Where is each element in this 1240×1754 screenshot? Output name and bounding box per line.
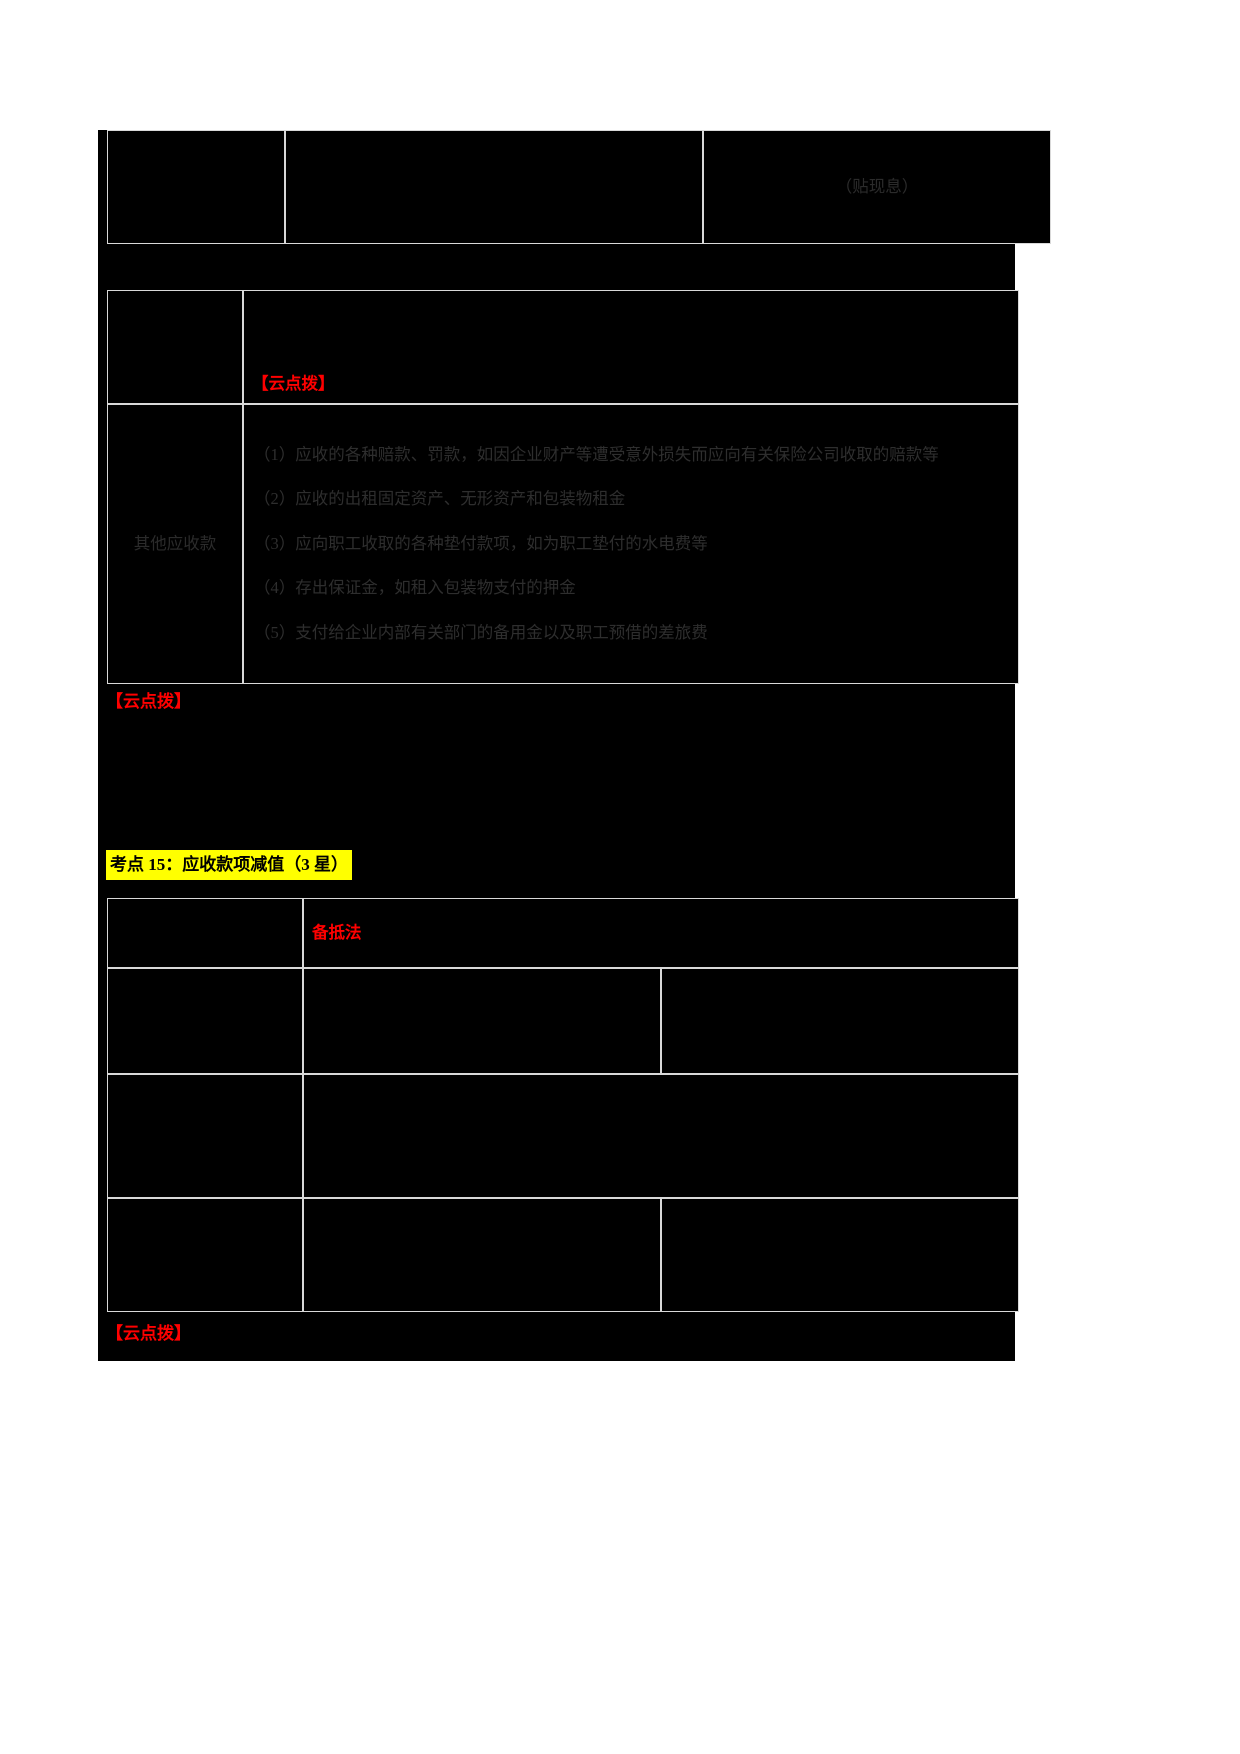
table-row: 【云点拨】 bbox=[107, 290, 1019, 404]
impairment-row1-cell3 bbox=[661, 967, 1019, 1074]
table-row: 其他应收款 （1）应收的各种赔款、罚款，如因企业财产等遭受意外损失而应向有关保险… bbox=[107, 404, 1019, 684]
impairment-row2-cell2 bbox=[303, 1073, 1019, 1198]
section-heading-band: 考点 15：应收款项减值（3 星） bbox=[98, 844, 1015, 886]
top-table-cell-2 bbox=[285, 130, 703, 244]
discount-interest-label: （贴现息） bbox=[703, 130, 1051, 244]
list-item: （4）存出保证金，如租入包装物支付的押金 bbox=[254, 578, 576, 598]
impairment-row3-cell2 bbox=[303, 1197, 661, 1312]
other-receivables-content: （1）应收的各种赔款、罚款，如因企业财产等遭受意外损失而应向有关保险公司收取的赔… bbox=[243, 404, 1019, 684]
table-row bbox=[107, 967, 1019, 1074]
impairment-header-label bbox=[107, 897, 303, 968]
impairment-header-content: 备抵法 bbox=[303, 897, 1019, 968]
table-row bbox=[107, 1073, 1019, 1198]
other-receivables-label: 其他应收款 bbox=[107, 404, 243, 684]
impairment-row1-cell2 bbox=[303, 967, 661, 1074]
other-receivables-table: 【云点拨】 其他应收款 （1）应收的各种赔款、罚款，如因企业财产等遭受意外损失而… bbox=[107, 290, 1019, 684]
list-item: （2）应收的出租固定资产、无形资产和包装物租金 bbox=[254, 489, 626, 509]
yun-dianbo-note-2: 【云点拨】 bbox=[98, 1311, 1015, 1351]
yun-dianbo-note-1: 【云点拨】 bbox=[98, 684, 1015, 720]
table-row: （贴现息） bbox=[107, 130, 1051, 244]
section-heading: 考点 15：应收款项减值（3 星） bbox=[106, 850, 352, 880]
document-body: （贴现息） 【云点拨】 其他应收款 （1）应收的各种赔款、罚款，如因企业财产等遭… bbox=[98, 130, 1051, 1361]
spacer-after-top-table bbox=[98, 244, 1015, 290]
list-item: （5）支付给企业内部有关部门的备用金以及职工预借的差旅费 bbox=[254, 622, 708, 642]
list-item: （3）应向职工收取的各种垫付款项，如为职工垫付的水电费等 bbox=[254, 533, 708, 553]
impairment-row3-cell3 bbox=[661, 1197, 1019, 1312]
yun-dianbo-note-inline: 【云点拨】 bbox=[252, 374, 335, 394]
receivables-header-label bbox=[107, 290, 243, 404]
spacer-before-heading bbox=[98, 719, 1015, 845]
impairment-row2-cell1 bbox=[107, 1073, 303, 1198]
list-item: （1）应收的各种赔款、罚款，如因企业财产等遭受意外损失而应向有关保险公司收取的赔… bbox=[254, 445, 939, 465]
allowance-method-label: 备抵法 bbox=[312, 922, 362, 942]
top-table-cell-1 bbox=[107, 130, 285, 244]
impairment-row1-cell1 bbox=[107, 967, 303, 1074]
spacer-bottom bbox=[98, 1350, 1015, 1361]
table-row: 备抵法 bbox=[107, 897, 1019, 968]
impairment-table: 备抵法 bbox=[107, 897, 1019, 1312]
table-row bbox=[107, 1197, 1019, 1312]
discount-interest-table: （贴现息） bbox=[107, 130, 1051, 244]
impairment-row3-cell1 bbox=[107, 1197, 303, 1312]
receivables-header-content: 【云点拨】 bbox=[243, 290, 1019, 404]
spacer-after-heading bbox=[98, 885, 1015, 898]
